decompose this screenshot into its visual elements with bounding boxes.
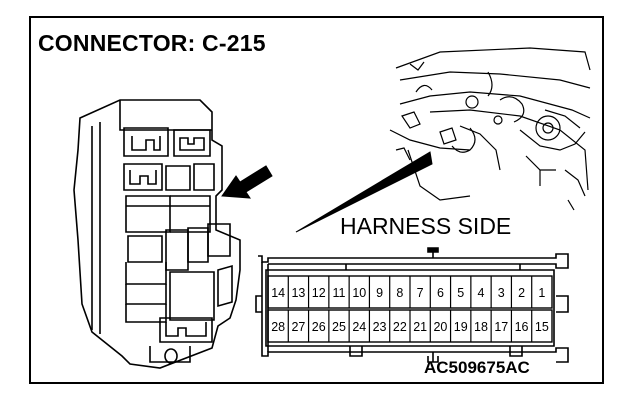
vehicle-dashboard-illustration [389,47,591,211]
location-pointer-icon [295,151,433,233]
pin-number: 11 [333,286,346,300]
pin-number: 8 [396,286,403,300]
pin-number: 27 [291,320,305,334]
pin-number: 20 [433,320,447,334]
pin-number: 13 [291,286,305,300]
pin-number: 16 [515,320,529,334]
connector-body [255,247,569,363]
figure-code: AC509675AC [424,358,530,377]
pin-number: 22 [393,320,407,334]
pin-number: 19 [454,320,468,334]
pin-number: 3 [498,286,505,300]
pin-number: 7 [417,286,424,300]
pin-number: 26 [312,320,326,334]
pin-number: 5 [457,286,464,300]
pin-number: 4 [478,286,485,300]
pin-number: 6 [437,286,444,300]
pin-number: 9 [376,286,383,300]
pin-number: 21 [413,320,427,334]
pin-number: 2 [518,286,525,300]
pin-number: 12 [312,286,326,300]
pin-number: 24 [352,320,366,334]
pin-number: 18 [474,320,488,334]
harness-side-label: HARNESS SIDE [340,213,512,239]
connector-title: CONNECTOR: C-215 [38,30,266,56]
pin-number: 10 [352,286,366,300]
pointer-arrow-icon [221,165,273,199]
pin-number: 25 [332,320,346,334]
pin-number: 23 [373,320,387,334]
pin-number: 17 [494,320,508,334]
pin-number: 1 [538,286,545,300]
pin-number: 15 [535,320,549,334]
diagram-frame [29,16,604,384]
relay-block-illustration [73,99,241,369]
pin-number: 14 [271,286,285,300]
pin-number: 28 [271,320,285,334]
